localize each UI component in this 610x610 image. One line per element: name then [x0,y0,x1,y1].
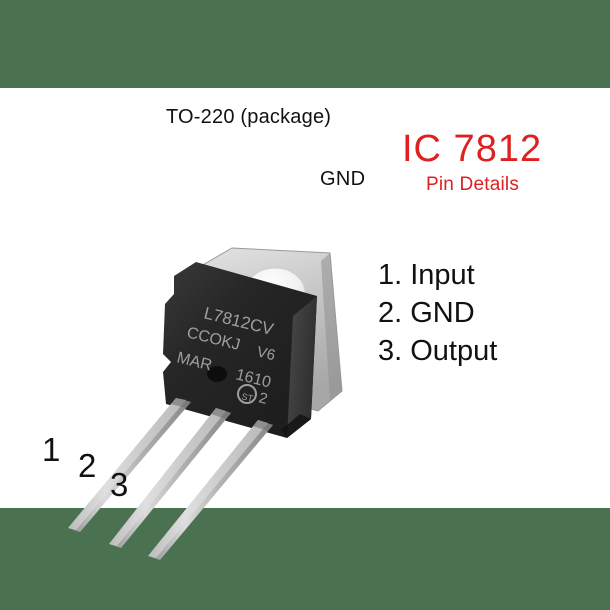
pin-number-3: 3 [110,466,129,503]
product-photo-area: L7812CV CCOKJ V6 MAR 1610 2 ST [0,88,610,560]
bottom-green-band [0,508,610,610]
top-green-band [0,0,610,88]
pin-number-2: 2 [78,447,97,484]
package-type-label: TO-220 (package) [166,106,332,128]
pin-details-list: 1. Input 2. GND 3. Output [378,256,497,370]
to220-component-illustration: L7812CV CCOKJ V6 MAR 1610 2 ST [68,247,343,560]
pin-list-item: 3. Output [378,335,498,367]
page-title: IC 7812 [402,128,543,170]
pin-number-1: 1 [42,431,61,468]
pin-list-item: 2. GND [378,297,475,329]
leads [68,398,273,560]
svg-text:2: 2 [257,389,269,408]
pin-list-item: 1. Input [378,259,475,291]
svg-text:ST: ST [241,391,255,404]
gnd-callout-label: GND [320,168,366,190]
plastic-body [163,262,317,438]
page-subtitle: Pin Details [426,174,520,195]
svg-text:V6: V6 [255,343,277,364]
